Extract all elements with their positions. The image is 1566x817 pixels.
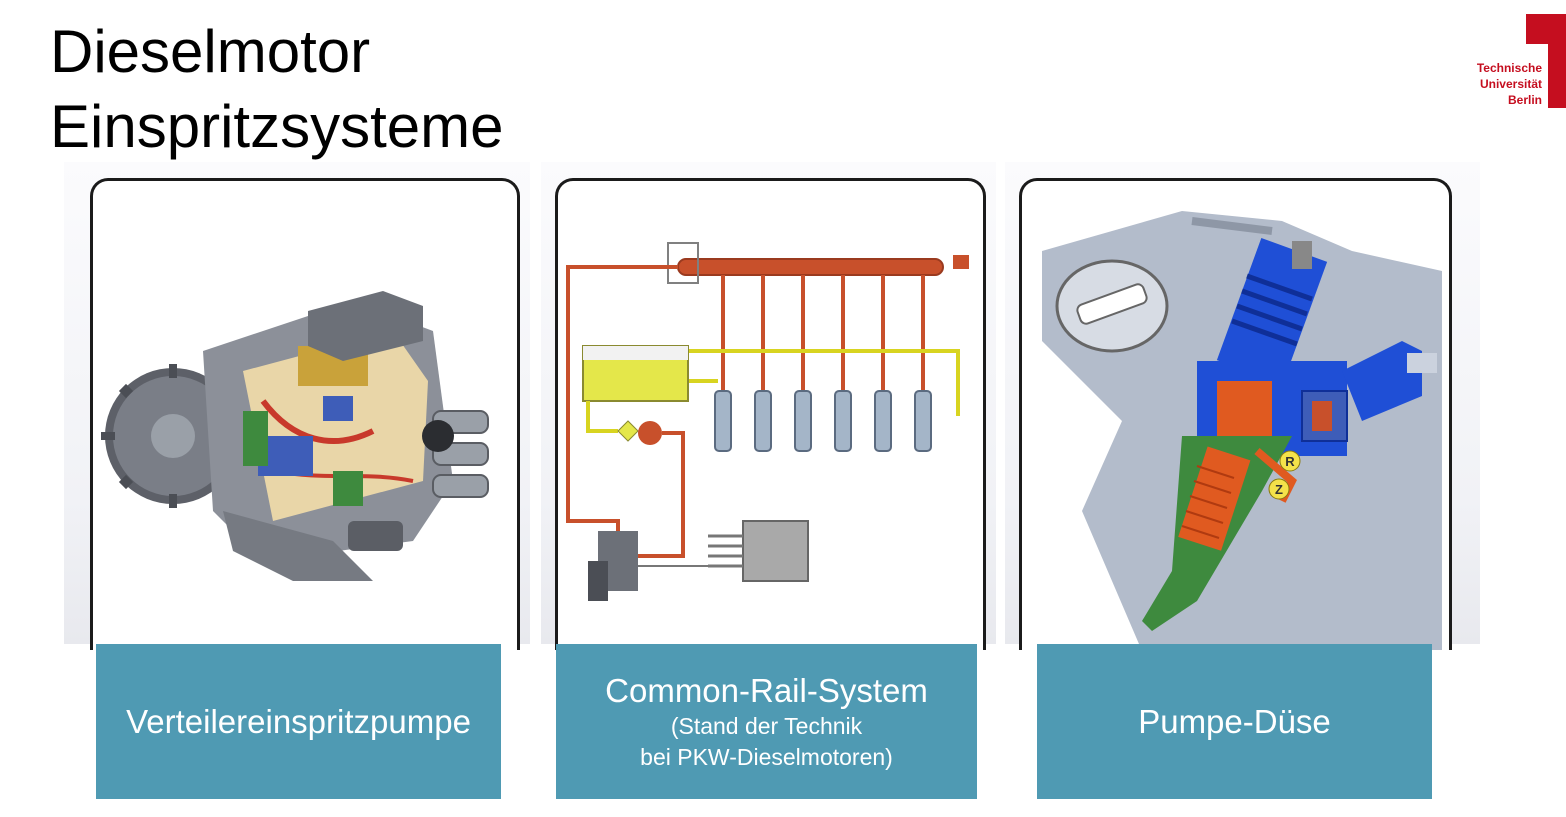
label-main: Pumpe-Düse [1138, 702, 1331, 740]
unit-injector-icon: R Z [1042, 211, 1442, 650]
title-line-1: Dieselmotor [50, 18, 371, 85]
label-unit-injector: Pumpe-Düse [1037, 644, 1432, 799]
logo-line-1: Technische [1476, 61, 1542, 75]
page-title: Dieselmotor Einspritzsysteme [50, 14, 503, 164]
distributor-pump-icon [101, 291, 489, 581]
label-sub: (Stand der Technik bei PKW-Dieselmotoren… [640, 711, 893, 773]
marker-z: Z [1275, 482, 1283, 497]
label-distributor-pump: Verteilereinspritzpumpe [96, 644, 501, 799]
label-sub-line-1: (Stand der Technik [670, 712, 863, 739]
common-rail-schematic-icon [566, 242, 969, 601]
label-main: Common-Rail-System [605, 671, 928, 709]
title-line-2: Einspritzsysteme [50, 93, 504, 160]
panel-unit-injector: R Z [1005, 162, 1480, 650]
label-sub-line-2: bei PKW-Dieselmotoren) [640, 743, 893, 770]
tu-logo-mark-icon [1526, 14, 1566, 108]
panel-distributor-pump [64, 162, 530, 650]
panel-common-rail [541, 162, 996, 650]
label-main: Verteilereinspritzpumpe [126, 702, 471, 740]
marker-r: R [1285, 454, 1295, 469]
image-frame: R Z [1019, 178, 1452, 650]
logo-text: Technische Universität Berlin [1477, 60, 1542, 108]
logo-line-2: Universität [1479, 77, 1542, 91]
image-frame [555, 178, 986, 650]
logo-line-3: Berlin [1507, 93, 1542, 107]
tu-berlin-logo: Technische Universität Berlin [1462, 12, 1566, 112]
image-frame [90, 178, 520, 650]
label-common-rail: Common-Rail-System (Stand der Technik be… [556, 644, 977, 799]
